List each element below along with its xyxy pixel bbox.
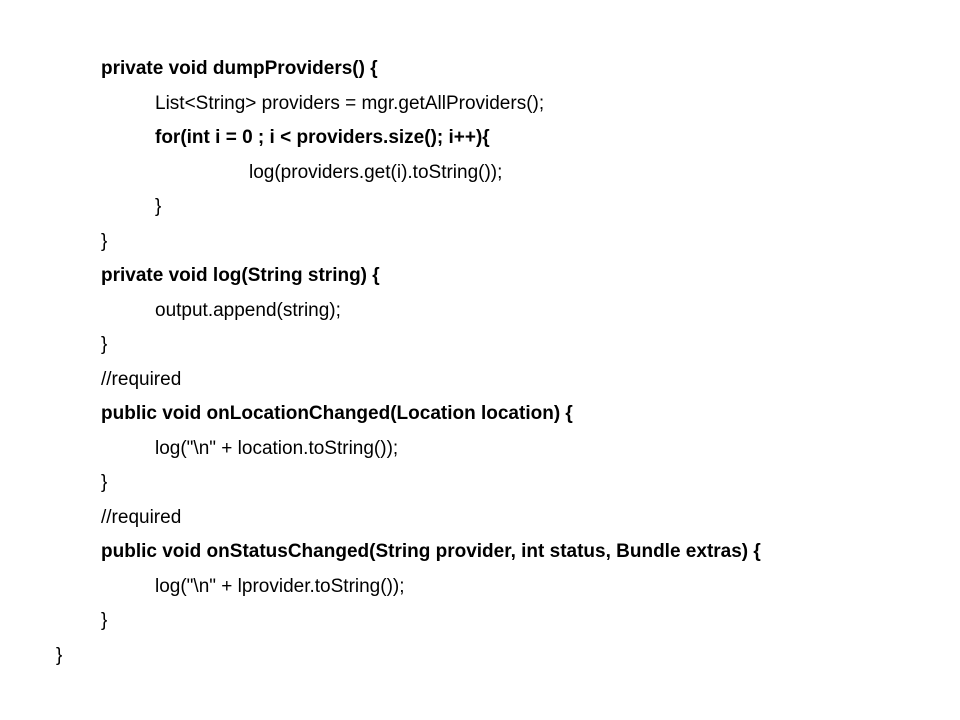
code-line-13: } xyxy=(101,472,108,493)
code-line-12: log("\n" + location.toString()); xyxy=(155,438,399,459)
code-line-15: public void onStatusChanged(String provi… xyxy=(101,541,761,562)
code-line-7: private void log(String string) { xyxy=(101,265,380,286)
code-line-14: //required xyxy=(101,507,182,528)
code-line-18: } xyxy=(56,645,63,666)
code-line-16: log("\n" + lprovider.toString()); xyxy=(155,576,405,597)
code-line-17: } xyxy=(101,610,108,631)
code-line-3: for(int i = 0 ; i < providers.size(); i+… xyxy=(155,127,490,148)
code-line-8: output.append(string); xyxy=(155,300,341,321)
code-line-6: } xyxy=(101,231,108,252)
code-line-2: List<String> providers = mgr.getAllProvi… xyxy=(155,93,545,114)
code-line-10: //required xyxy=(101,369,182,390)
code-line-4: log(providers.get(i).toString()); xyxy=(249,162,503,183)
code-line-1: private void dumpProviders() { xyxy=(101,58,378,79)
code-line-11: public void onLocationChanged(Location l… xyxy=(101,403,573,424)
code-line-9: } xyxy=(101,334,108,355)
code-line-5: } xyxy=(155,196,162,217)
